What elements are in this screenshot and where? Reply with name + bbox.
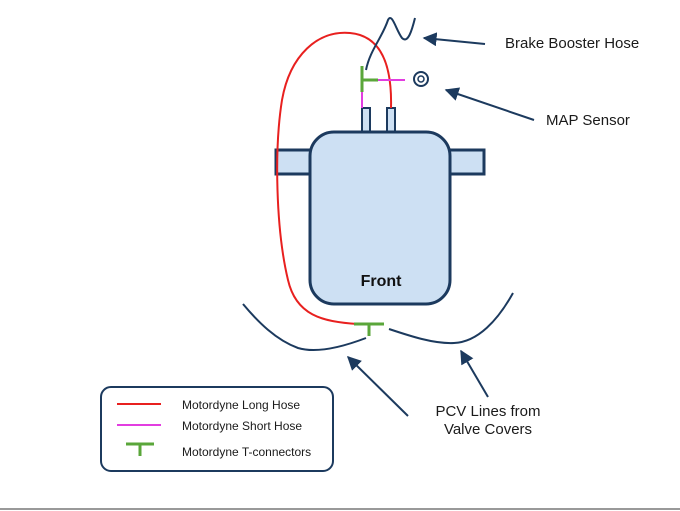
- lower-t-connector: [354, 322, 384, 336]
- legend-long-hose-label: Motordyne Long Hose: [182, 398, 300, 412]
- long-hose: [276, 31, 393, 325]
- map-sensor-inner: [417, 75, 425, 83]
- upper-t-connector: [360, 66, 378, 92]
- legend-t-connectors-label: Motordyne T-connectors: [182, 445, 311, 459]
- arrow-pcv-left: [347, 356, 409, 417]
- plenum-nipple-left: [361, 107, 371, 135]
- arrow-brake-booster: [422, 32, 486, 47]
- brake-booster-hose: [365, 17, 416, 71]
- map-sensor-label: MAP Sensor: [546, 112, 630, 129]
- pcv-line-right: [388, 292, 514, 345]
- arrow-pcv-right: [460, 349, 489, 398]
- plenum-nipple-right: [386, 107, 396, 135]
- plenum-body: [308, 130, 452, 306]
- legend-t-connector-swatch: [126, 442, 154, 456]
- front-label: Front: [361, 273, 403, 290]
- legend-box: [100, 386, 334, 472]
- arrow-map-sensor: [444, 87, 535, 121]
- pcv-lines-label-line1: PCV Lines from: [435, 403, 540, 420]
- short-hose: [361, 79, 405, 108]
- pcv-lines-label-line2: Valve Covers: [444, 421, 532, 438]
- pcv-line-left: [242, 303, 367, 352]
- legend-short-hose-label: Motordyne Short Hose: [182, 419, 302, 433]
- legend: Motordyne Long Hose Motordyne Short Hose…: [100, 386, 334, 472]
- brake-booster-hose-label: Brake Booster Hose: [505, 35, 639, 52]
